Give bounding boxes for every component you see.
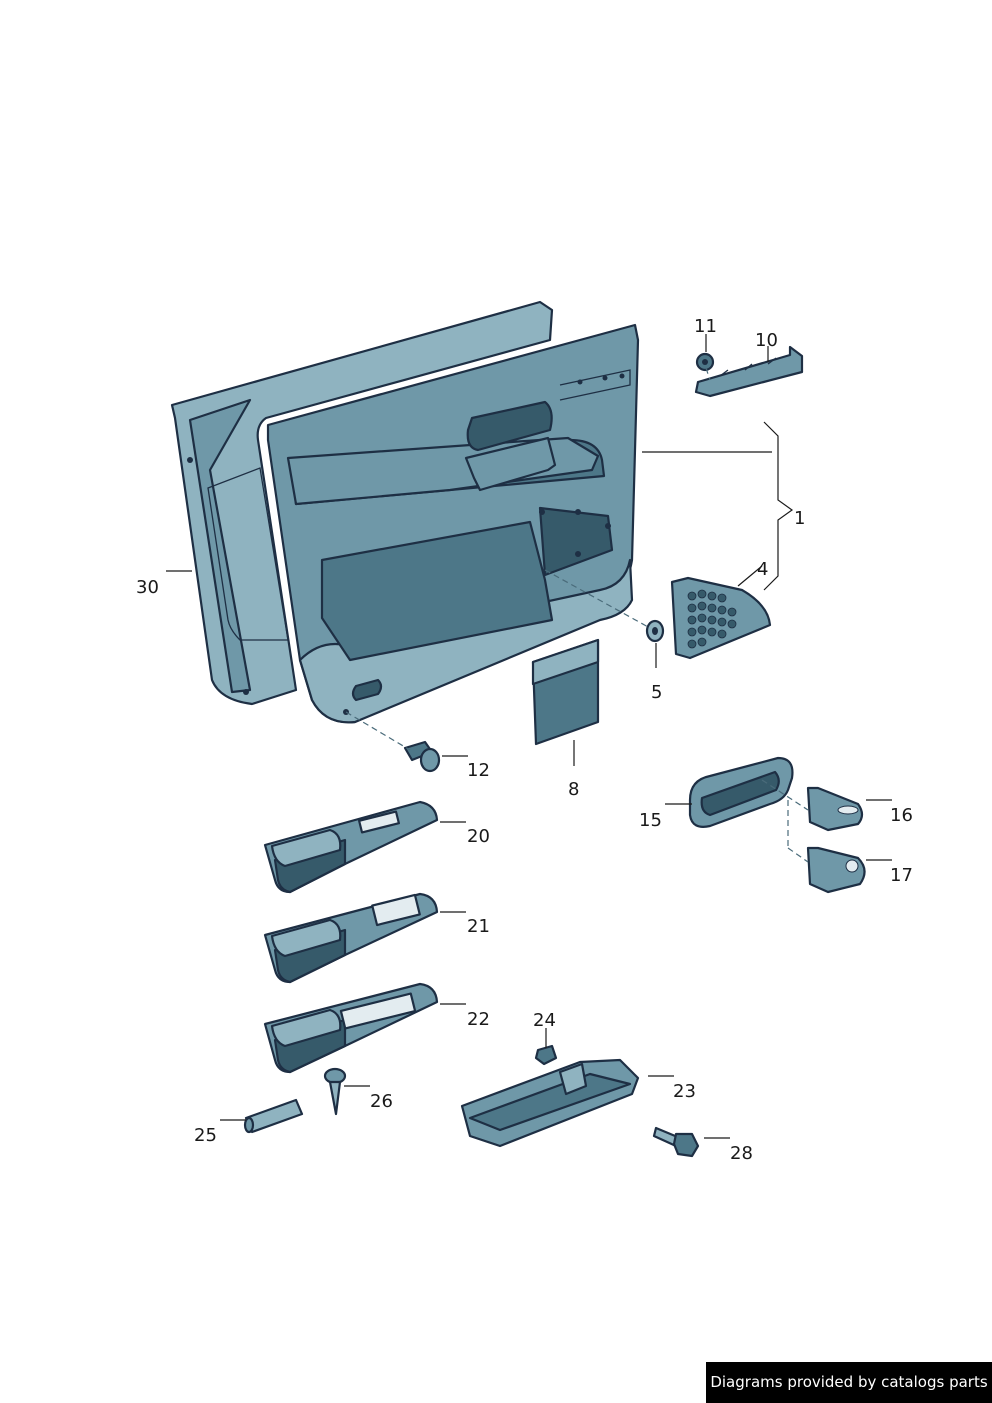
callout-16: 16 [890, 805, 913, 826]
callout-8: 8 [568, 779, 579, 800]
callout-24: 24 [533, 1010, 556, 1031]
part-15-door-handle-bezel [688, 756, 794, 828]
callout-11: 11 [694, 316, 717, 337]
callout-30: 30 [136, 577, 159, 598]
callout-26: 26 [370, 1091, 393, 1112]
part-28-bolt [652, 1126, 700, 1158]
callout-labels: 11 10 1 4 30 5 12 8 15 16 20 17 21 22 24… [136, 316, 913, 1164]
part-8-insulation-pad [531, 638, 600, 746]
callout-25: 25 [194, 1125, 217, 1146]
callout-17: 17 [890, 865, 913, 886]
part-20-switch-panel [263, 800, 439, 894]
part-25-clip [243, 1098, 304, 1134]
part-5-ring-clip [645, 619, 665, 643]
part-17-bracket [806, 846, 866, 894]
callout-23: 23 [673, 1081, 696, 1102]
callout-12: 12 [467, 760, 490, 781]
leader-lines [166, 334, 892, 1139]
part-23-armrest-bracket [460, 1058, 640, 1148]
part-21-switch-panel [263, 892, 439, 984]
part-30-door-seal-frame [170, 300, 554, 706]
catalog-credit-banner: Diagrams provided by catalogs parts [706, 1362, 992, 1403]
part-24-nut [534, 1044, 558, 1066]
part-10-upper-trim-strip [694, 345, 804, 398]
part-11-trim-clip [695, 352, 715, 372]
part-12-push-clip [403, 740, 441, 773]
part-22-switch-panel [263, 982, 439, 1074]
part-4-speaker-grille [670, 576, 772, 660]
callout-10: 10 [755, 330, 778, 351]
callout-15: 15 [639, 810, 662, 831]
part-16-bracket [806, 786, 864, 832]
callout-21: 21 [467, 916, 490, 937]
part-1-door-trim-panel [266, 323, 640, 724]
callout-22: 22 [467, 1009, 490, 1030]
callout-5: 5 [651, 682, 662, 703]
callout-4: 4 [757, 559, 768, 580]
callout-28: 28 [730, 1143, 753, 1164]
part-26-tapping-screw [323, 1067, 347, 1116]
assembly-lines [345, 367, 809, 863]
callout-1: 1 [794, 508, 805, 529]
callout-20: 20 [467, 826, 490, 847]
